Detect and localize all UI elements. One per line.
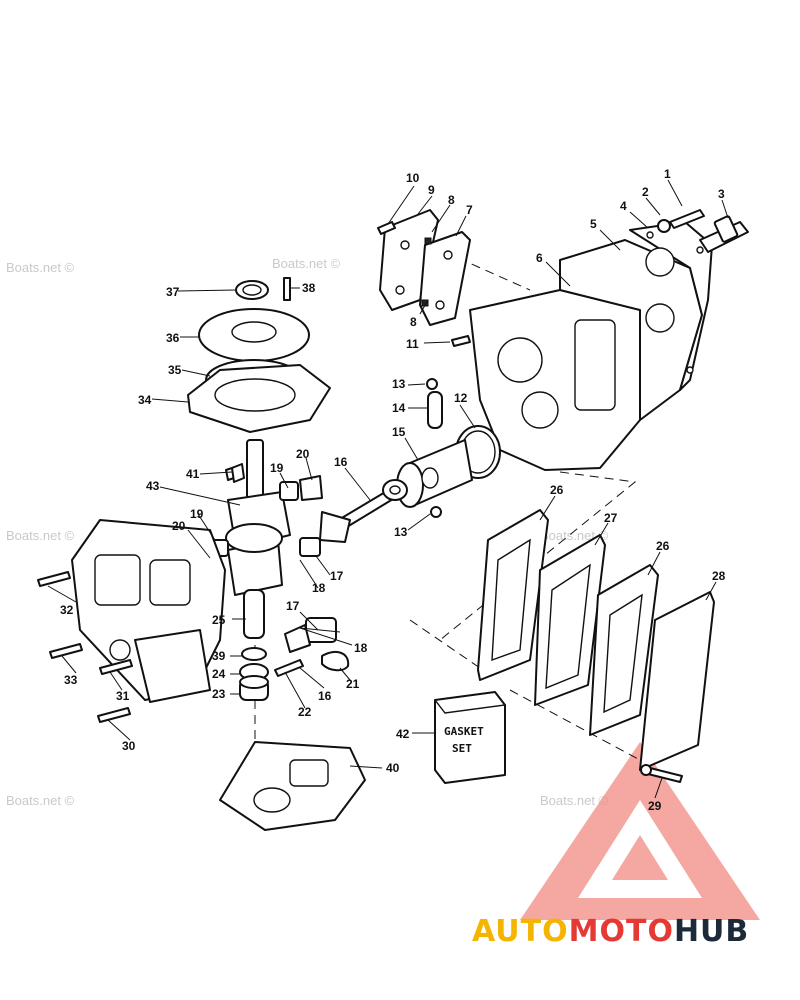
callout-15: 15 [392, 425, 406, 439]
callout-9: 9 [428, 183, 435, 197]
callout-8: 8 [448, 193, 455, 207]
callout-18: 18 [312, 581, 326, 595]
callout-2: 2 [642, 185, 649, 199]
callout-34: 34 [138, 393, 152, 407]
callout-12: 12 [454, 391, 468, 405]
watermarks: Boats.net © Boats.net © Boats.net © Boat… [6, 256, 609, 808]
brand-logo-mark [520, 742, 760, 920]
lower-bearing-parts [239, 647, 304, 701]
callout-19: 19 [190, 507, 204, 521]
callout-35: 35 [168, 363, 182, 377]
callout-16: 16 [318, 689, 332, 703]
callout-27: 27 [604, 511, 618, 525]
watermark: Boats.net © [6, 793, 75, 808]
callout-16: 16 [334, 455, 348, 469]
callout-13: 13 [392, 377, 406, 391]
circlip [426, 378, 438, 390]
callout-8: 8 [410, 315, 417, 329]
flywheel-plate-36 [198, 308, 310, 362]
callout-28: 28 [712, 569, 726, 583]
bearings [209, 465, 350, 672]
woodruff-key [231, 463, 245, 483]
callout-19: 19 [270, 461, 284, 475]
cover-28 [639, 591, 715, 771]
callout-32: 32 [60, 603, 74, 617]
callout-30: 30 [122, 739, 136, 753]
watermark: Boats.net © [540, 793, 609, 808]
callout-20: 20 [172, 519, 186, 533]
callout-24: 24 [212, 667, 226, 681]
callout-11: 11 [406, 337, 419, 351]
callout-41: 41 [186, 467, 200, 481]
callout-31: 31 [116, 689, 130, 703]
watermark: Boats.net © [6, 260, 75, 275]
crankcase [71, 519, 226, 703]
callout-38: 38 [302, 281, 316, 295]
callout-7: 7 [466, 203, 473, 217]
callout-39: 39 [212, 649, 226, 663]
crankcase-bolts [37, 571, 133, 723]
head-cover [629, 221, 713, 391]
callout-labels: 1 2 3 4 5 6 7 8 8 9 10 11 12 13 13 14 15… [60, 167, 726, 813]
callout-10: 10 [406, 171, 420, 185]
callout-29: 29 [648, 799, 662, 813]
cylinder-head-assembly [469, 221, 713, 471]
callout-26: 26 [550, 483, 564, 497]
gasket-set-box: GASKET SET [434, 691, 507, 784]
brand-part-auto: AUTO [472, 914, 569, 949]
seal-37 [235, 280, 269, 300]
callout-6: 6 [536, 251, 543, 265]
callout-25: 25 [212, 613, 226, 627]
reed-plate-7 [419, 231, 471, 326]
circlip [430, 506, 442, 518]
callout-13: 13 [394, 525, 408, 539]
callout-36: 36 [166, 331, 180, 345]
callout-20: 20 [296, 447, 310, 461]
connecting-rod [319, 479, 408, 543]
callout-37: 37 [166, 285, 180, 299]
dowel-pin-11 [451, 335, 471, 347]
callout-42: 42 [396, 727, 410, 741]
callout-1: 1 [664, 167, 671, 181]
brand-wordmark: AUTOMOTOHUB [472, 914, 794, 958]
callout-33: 33 [64, 673, 78, 687]
callout-21: 21 [346, 677, 360, 691]
callout-22: 22 [298, 705, 312, 719]
reed-plates [377, 209, 471, 326]
wrist-pin [427, 391, 443, 429]
gasket-26a [477, 509, 549, 681]
callout-4: 4 [620, 199, 627, 213]
screw-38 [283, 277, 291, 301]
watermark: Boats.net © [272, 256, 341, 271]
head-bolt [657, 209, 705, 233]
spark-plug [699, 215, 749, 253]
piston-assembly [396, 378, 501, 518]
callout-40: 40 [386, 761, 400, 775]
bottom-gasket [219, 741, 366, 831]
crankshaft [225, 439, 291, 639]
gasket-set-label: GASKET [444, 725, 484, 738]
screw-10 [377, 221, 396, 235]
leader-lines [47, 179, 729, 799]
brand-part-moto: MOTO [568, 914, 674, 949]
callout-3: 3 [718, 187, 725, 201]
callout-26: 26 [656, 539, 670, 553]
exhaust-gaskets [477, 509, 715, 783]
watermark: Boats.net © [6, 528, 75, 543]
gasket-set-label: SET [452, 742, 472, 755]
callout-17: 17 [286, 599, 300, 613]
brand-part-hub: HUB [673, 914, 750, 949]
flywheel-assembly [187, 277, 331, 433]
callout-5: 5 [590, 217, 597, 231]
callout-17: 17 [330, 569, 344, 583]
callout-18: 18 [354, 641, 368, 655]
callout-14: 14 [392, 401, 406, 415]
callout-23: 23 [212, 687, 226, 701]
callout-43: 43 [146, 479, 160, 493]
